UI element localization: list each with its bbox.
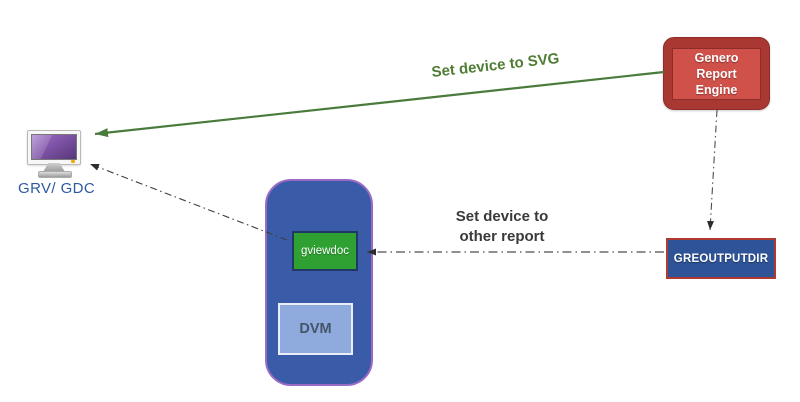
monitor-screen	[31, 134, 77, 160]
greoutputdir-node: GREOUTPUTDIR	[666, 238, 776, 279]
arrow-engine-to-greoutputdir	[707, 109, 718, 231]
edge-label-set-device-svg: Set device to SVG	[430, 50, 561, 81]
monitor-frame	[27, 130, 81, 165]
monitor-power-led	[71, 160, 75, 163]
arrow-gviewdoc-to-client	[89, 163, 288, 241]
monitor-icon	[27, 130, 81, 178]
arrow-set-device-svg	[94, 70, 665, 138]
dvm-node: DVM	[278, 303, 353, 355]
monitor-stand-base	[38, 171, 72, 178]
genero-report-engine-label: Genero Report Engine	[672, 48, 761, 100]
monitor-stand-neck	[43, 163, 65, 172]
client-node-label: GRV/ GDC	[18, 180, 96, 197]
genero-report-engine-node: Genero Report Engine	[663, 37, 770, 110]
edge-label-set-device-other-report: Set device to other report	[455, 208, 549, 246]
gviewdoc-node: gviewdoc	[292, 231, 358, 271]
